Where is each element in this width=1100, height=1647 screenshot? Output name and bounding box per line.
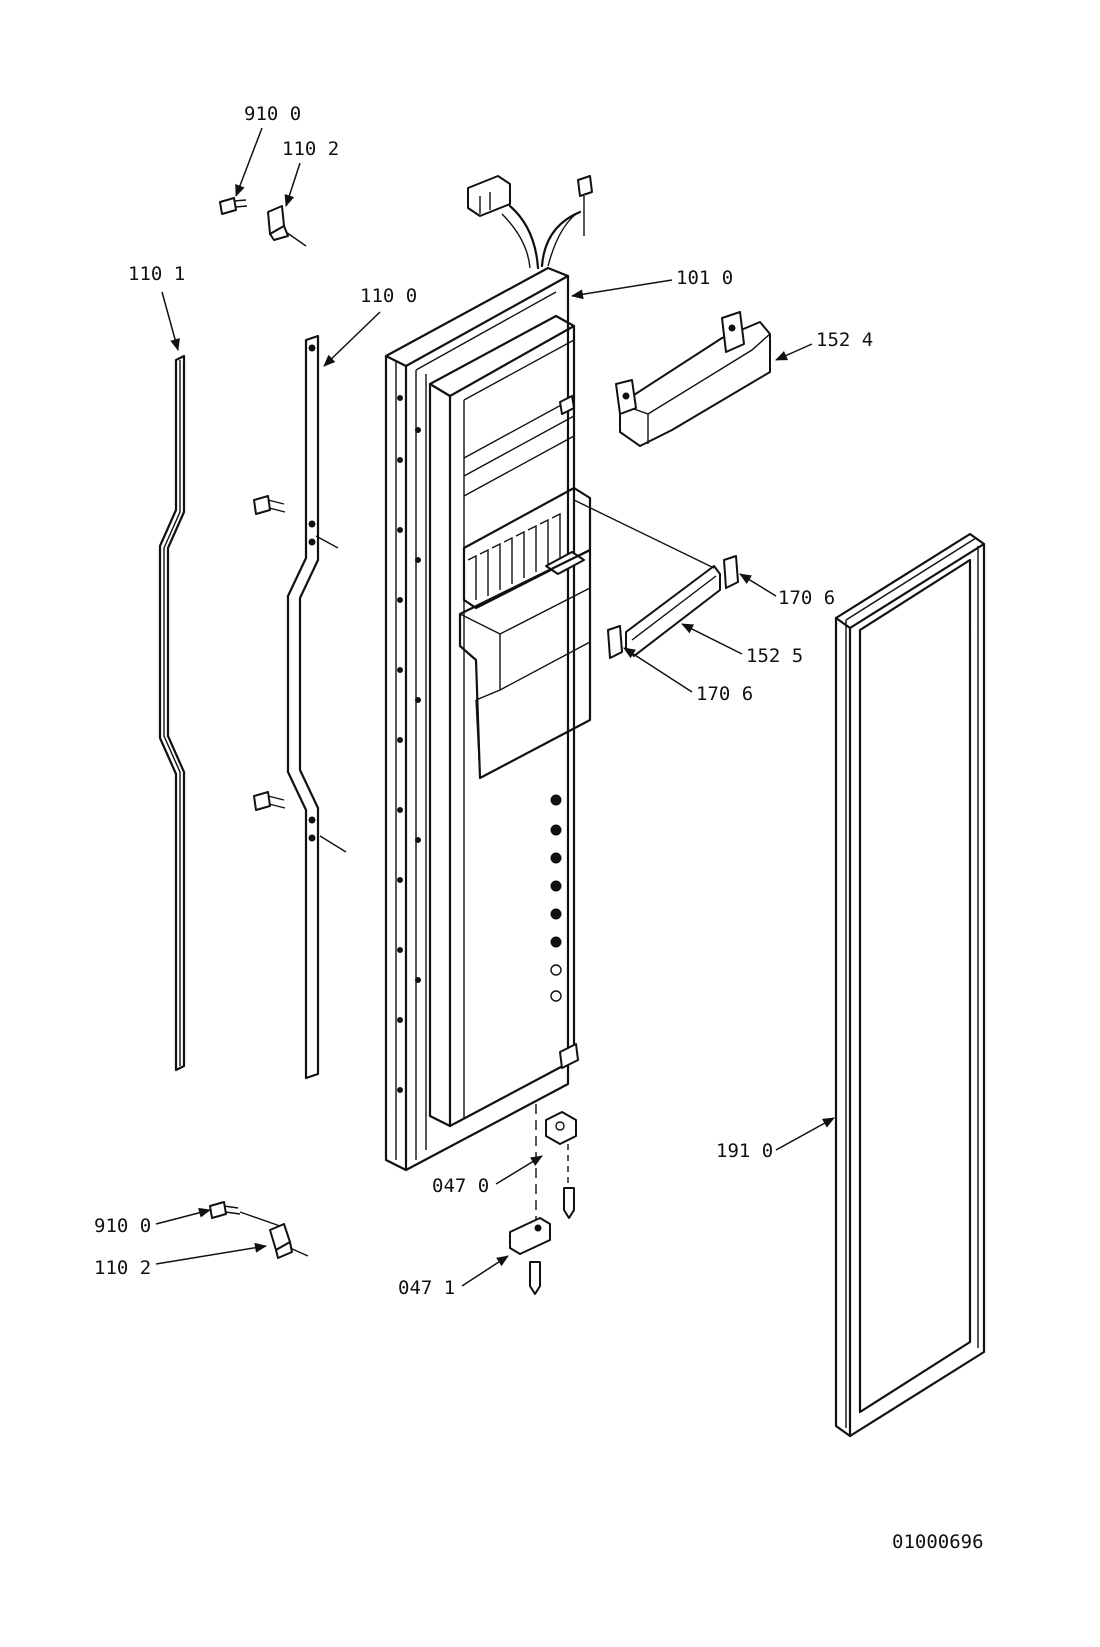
screw-047-1	[529, 1261, 541, 1295]
clip-170-6-right	[723, 555, 739, 589]
callout-101-0: 101 0	[676, 267, 733, 289]
callout-170-6-left: 170 6	[696, 683, 753, 705]
hinge-047-1	[509, 1217, 551, 1255]
callout-047-1: 047 1	[398, 1277, 455, 1299]
callout-110-0: 110 0	[360, 285, 417, 307]
callout-110-1: 110 1	[128, 263, 185, 285]
callout-191-0: 191 0	[716, 1140, 773, 1162]
gasket-191-0	[834, 532, 986, 1438]
screw-110-0-lower	[253, 791, 286, 811]
screw-910-bottom	[209, 1201, 281, 1227]
handle-152-4	[615, 311, 771, 447]
hinge-047-0	[545, 1111, 577, 1184]
clip-170-6-left	[607, 625, 623, 659]
screw-047-0	[563, 1187, 575, 1219]
door-panel-101-0	[384, 175, 593, 1172]
wire-harness	[467, 175, 593, 270]
callout-910-0-top: 910 0	[244, 103, 301, 125]
callout-110-2-bottom: 110 2	[94, 1257, 151, 1279]
callout-910-0-bottom: 910 0	[94, 1215, 151, 1237]
screw-910-top	[219, 197, 248, 215]
trim-strip-110-0	[286, 334, 347, 1080]
trim-strip-110-1	[158, 354, 186, 1072]
callout-152-4: 152 4	[816, 329, 873, 351]
callout-170-6-right: 170 6	[778, 587, 835, 609]
screw-110-0-upper	[253, 495, 286, 515]
callout-152-5: 152 5	[746, 645, 803, 667]
bracket-110-2-top	[267, 205, 307, 247]
callout-110-2-top: 110 2	[282, 138, 339, 160]
bracket-110-2-bottom	[269, 1223, 309, 1259]
drawing-number: 01000696	[892, 1531, 984, 1553]
callout-047-0: 047 0	[432, 1175, 489, 1197]
rail-152-5	[573, 499, 721, 657]
door-holes	[550, 794, 562, 948]
